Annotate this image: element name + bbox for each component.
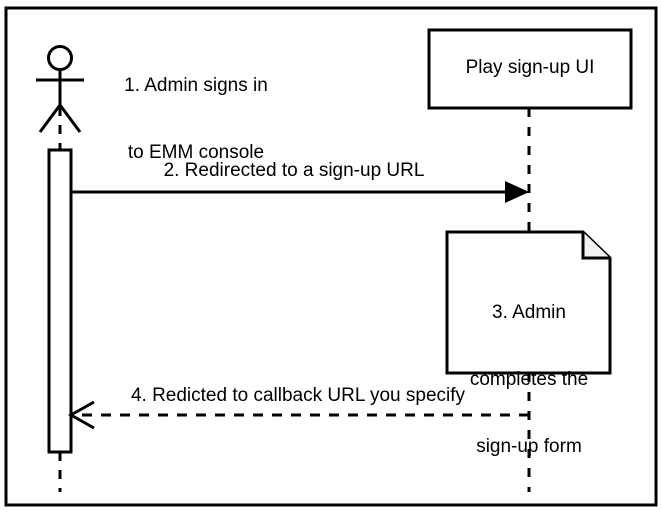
actor-caption-line-2: to EMM console <box>127 142 265 164</box>
actor-activation-bar <box>47 148 73 454</box>
participant-label: Play sign-up UI <box>465 57 595 78</box>
actor-caption-line-1: 1. Admin signs in <box>124 74 268 96</box>
actor-caption: 1. Admin signs in to EMM console <box>96 30 296 209</box>
note-text: 3. Admin completes the sign-up form <box>449 257 609 503</box>
message-2-label: 2. Redirected to a sign-up URL <box>163 160 425 181</box>
stick-figure-actor-icon <box>36 45 84 133</box>
message-4-arrow <box>67 400 529 430</box>
message-4-label: 4. Redicted to callback URL you specify <box>130 385 466 406</box>
note-text-line-2: completes the <box>469 369 589 391</box>
note-text-line-3: sign-up form <box>476 436 582 458</box>
note-text-line-1: 3. Admin <box>492 301 566 323</box>
note-shape <box>445 230 612 375</box>
message-2-arrow <box>71 181 529 203</box>
